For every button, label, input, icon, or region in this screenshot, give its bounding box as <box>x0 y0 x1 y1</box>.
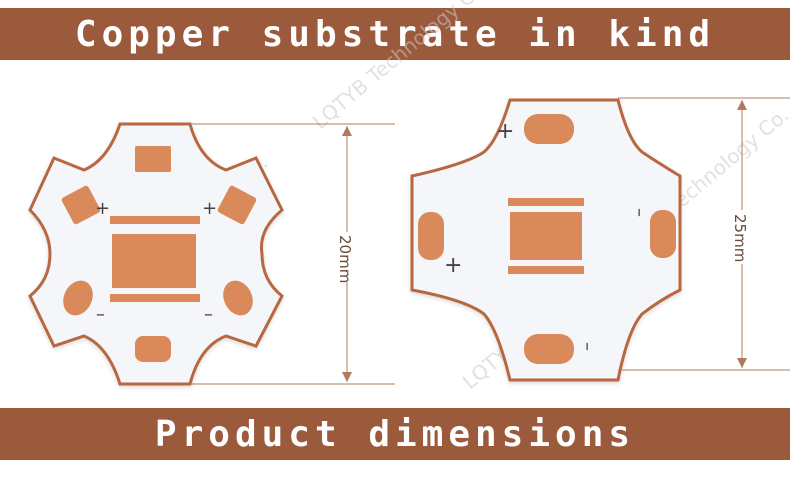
right-plus-1: + <box>496 119 514 144</box>
right-board-pads <box>418 114 676 364</box>
right-dimension-label: 25mm <box>731 214 749 262</box>
left-plus-1: + <box>95 198 110 219</box>
left-pad-lower-left <box>63 280 93 316</box>
footer-banner: Product dimensions <box>0 408 790 460</box>
right-pad-center <box>510 212 582 260</box>
left-pad-strip-bottom <box>110 294 200 302</box>
left-plus-2: + <box>202 198 217 219</box>
watermark-text-4: LQTYB Technology Co., Ltd. <box>308 0 532 134</box>
left-board-polarity: + + – – <box>95 198 217 325</box>
left-pad-upper-left <box>61 185 101 225</box>
right-pad-strip-top <box>508 198 584 206</box>
left-pad-upper-right <box>217 185 257 225</box>
right-minus-1: – <box>629 208 650 217</box>
left-dimension: 20mm <box>190 123 395 385</box>
left-board-pads <box>61 146 257 362</box>
right-pad-bottom <box>524 334 574 364</box>
left-pad-center <box>112 234 196 288</box>
left-pad-bottom <box>135 336 171 362</box>
right-plus-2: + <box>444 253 462 278</box>
left-pad-strip-top <box>110 216 200 224</box>
right-pad-top <box>524 114 574 144</box>
left-pad-lower-right <box>223 280 253 316</box>
right-pad-right <box>650 210 676 258</box>
left-minus-1: – <box>96 304 105 325</box>
left-minus-2: – <box>204 304 213 325</box>
header-title: Copper substrate in kind <box>74 13 716 55</box>
right-minus-2: – <box>577 342 598 351</box>
right-dimension: 25mm <box>618 97 790 371</box>
right-board-polarity: + + – – <box>444 119 650 351</box>
footer-title: Product dimensions <box>154 413 636 455</box>
header-banner: Copper substrate in kind <box>0 8 790 60</box>
left-dimension-label: 20mm <box>336 235 354 283</box>
left-pad-top <box>135 146 171 172</box>
right-pad-strip-bottom <box>508 266 584 274</box>
right-pad-left <box>418 212 444 260</box>
